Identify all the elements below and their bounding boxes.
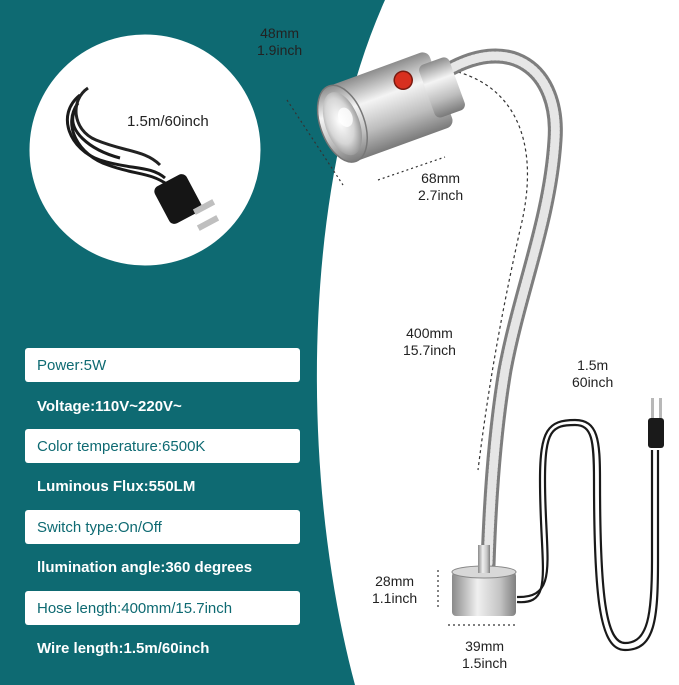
cable-inset [26,31,264,269]
spec-illumination-angle: llumination angle:360 degrees [37,558,253,576]
cable-length-label: 1.5m/60inch [127,113,209,130]
spec-color-temperature: Color temperature:6500K [25,429,300,463]
spec-switch-type: Switch type:On/Off [25,510,300,544]
dim-base-diameter: 39mm 1.5inch [462,638,508,671]
spec-power: Power:5W [25,348,300,382]
spec-wire-length: Wire length:1.5m/60inch [37,639,210,657]
dim-wire-length: 1.5m 60inch [572,357,614,390]
spec-luminous-flux: Luminous Flux:550LM [37,477,196,495]
dimension-guides [286,71,529,626]
gooseneck-hose [432,48,563,573]
dim-base-height: 28mm 1.1inch [372,573,418,606]
power-cord [516,418,660,652]
spec-hose-length: Hose length:400mm/15.7inch [25,591,300,625]
magnetic-base [451,545,517,616]
lamp-head [316,52,465,163]
dim-head-length: 68mm 2.7inch [418,170,464,203]
dim-head-diameter: 48mm 1.9inch [257,25,303,58]
dim-hose-length: 400mm 15.7inch [403,325,456,358]
spec-voltage: Voltage:110V~220V~ [37,397,182,415]
